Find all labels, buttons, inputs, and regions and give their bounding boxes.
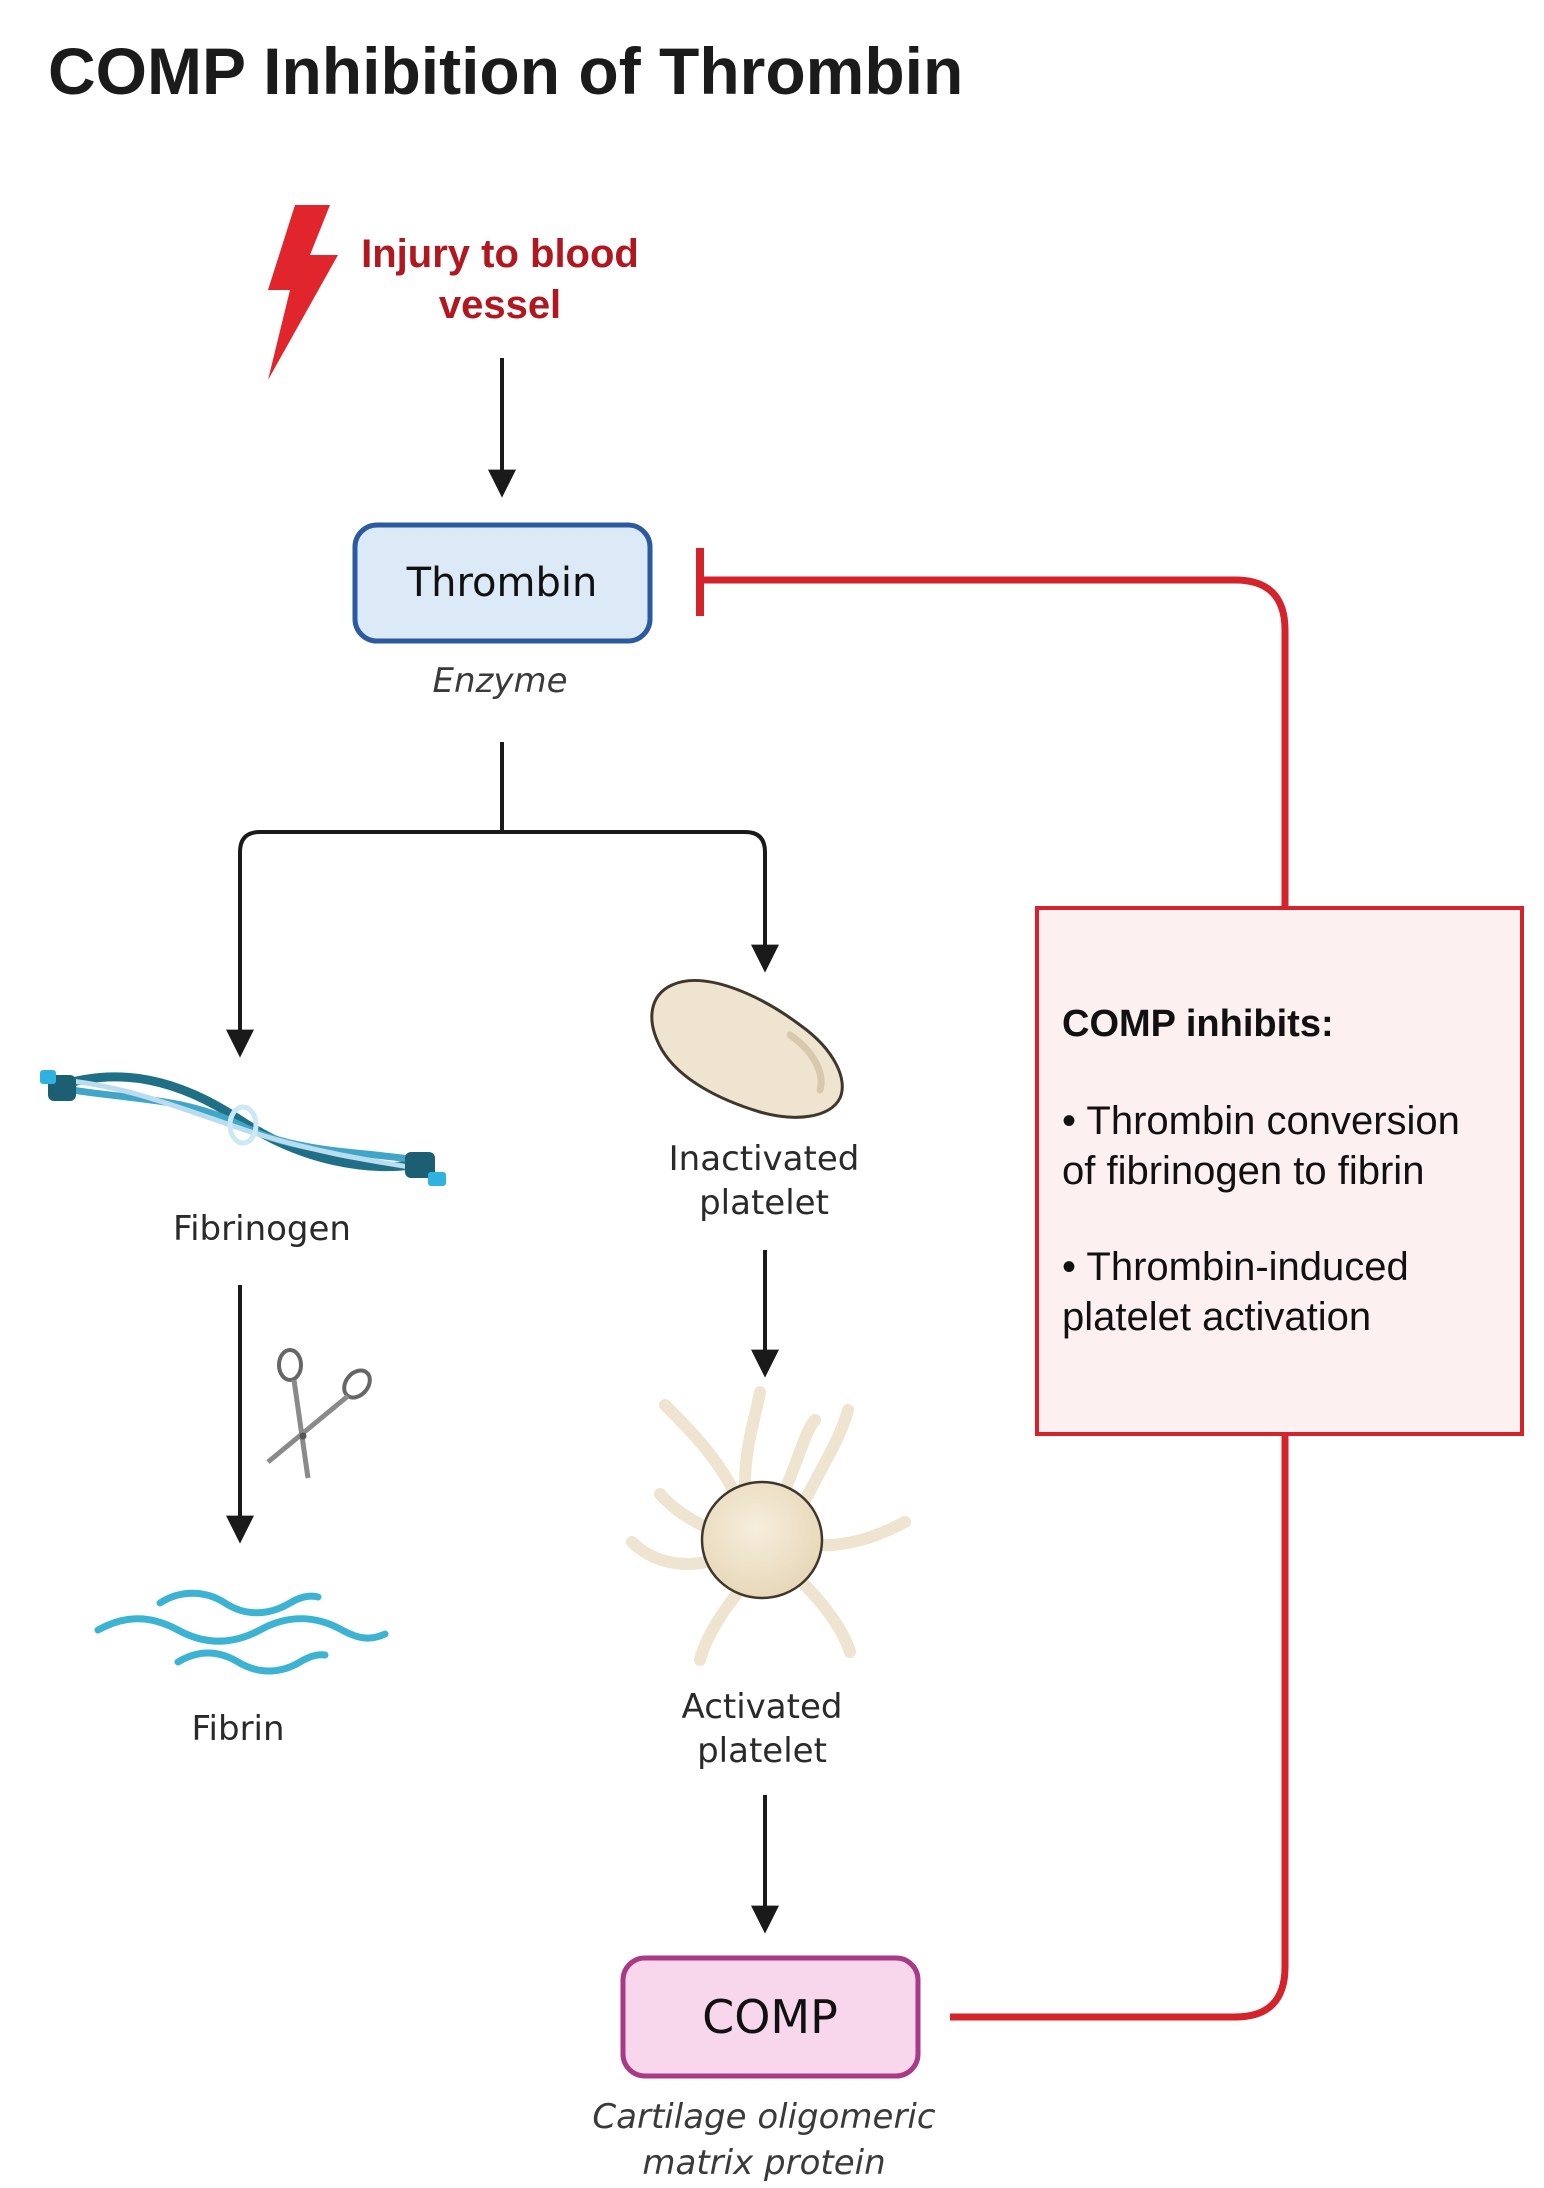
fibrin-label: Fibrin xyxy=(191,1709,284,1749)
activated-platelet-label-line1: Activated xyxy=(682,1687,843,1727)
fibrin-strands-icon xyxy=(94,1589,389,1675)
injury-label-line1: Injury to blood xyxy=(361,232,639,276)
panel-bullet1-line1: • Thrombin conversion xyxy=(1062,1099,1460,1143)
activated-platelet-icon xyxy=(626,1386,911,1666)
comp-box xyxy=(620,1955,921,2079)
fibrinogen-strand-icon xyxy=(40,1070,446,1186)
comp-inhibits-panel xyxy=(1035,906,1524,1436)
thrombin-label: Thrombin xyxy=(406,560,598,606)
panel-bullet1-line2: of fibrinogen to fibrin xyxy=(1062,1149,1424,1193)
diagram-title: COMP Inhibition of Thrombin xyxy=(48,34,963,108)
inactive-platelet-icon xyxy=(650,979,844,1119)
thrombin-box xyxy=(352,522,653,644)
injury-label-line2: vessel xyxy=(439,283,561,327)
panel-bullet2-line2: platelet activation xyxy=(1062,1295,1371,1339)
comp-sublabel-line1: Cartilage oligomeric xyxy=(592,2097,935,2137)
fibrinogen-label: Fibrinogen xyxy=(173,1209,351,1249)
activated-platelet-label-line2: platelet xyxy=(697,1731,827,1771)
inactivated-platelet-label-line1: Inactivated xyxy=(669,1139,860,1179)
comp-sublabel-line2: matrix protein xyxy=(642,2143,885,2183)
panel-heading: COMP inhibits: xyxy=(1062,1003,1334,1045)
panel-bullet2-line1: • Thrombin-induced xyxy=(1062,1245,1409,1289)
branch-connector xyxy=(238,742,767,1047)
inactivated-platelet-label-line2: platelet xyxy=(699,1183,829,1223)
scissors-icon xyxy=(266,1348,372,1479)
thrombin-sublabel: Enzyme xyxy=(432,661,567,701)
lightning-bolt-icon xyxy=(268,205,338,380)
comp-label: COMP xyxy=(702,1990,838,2044)
